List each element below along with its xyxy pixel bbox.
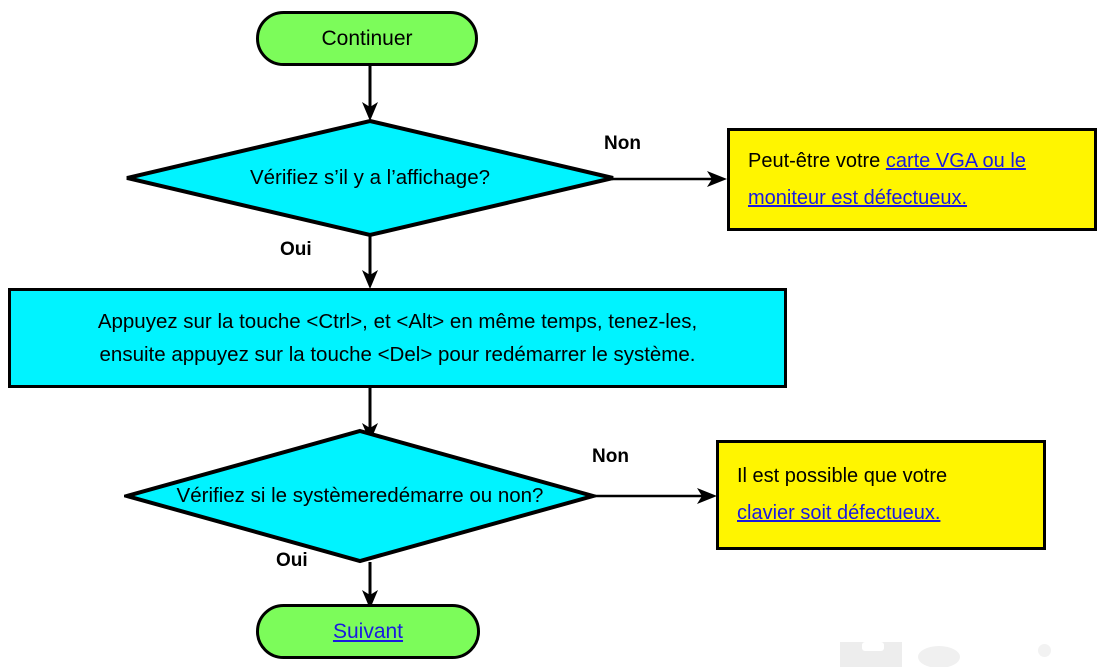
terminator-next[interactable]: Suivant [256,604,480,659]
connector-decision2-to-end [358,562,382,610]
process1-line1: Appuyez sur la touche <Ctrl>, et <Alt> e… [97,309,698,333]
process1-line2: ensuite appuyez sur la touche <Del> pour… [99,343,696,366]
connector-decision1-to-note1 [612,168,730,190]
connector-start-to-decision1 [358,64,382,122]
decision-check-display[interactable]: Vérifiez s’il y a l’affichage? [124,118,616,238]
edge-label-decision1-no: Non [604,133,641,154]
edge-label-decision1-yes: Oui [280,239,312,260]
edge-label-decision2-yes: Oui [276,550,308,571]
note-vga-monitor-text: Peut-être votre carte VGA ou le moniteur… [730,143,1094,217]
terminator-next-label[interactable]: Suivant [332,619,404,643]
decision-system-reboot[interactable]: Vérifiez si le système redémarre ou non? [124,428,596,564]
terminator-continue-label: Continuer [321,26,413,50]
note1-prefix: Peut-être votre [748,149,886,172]
watermark-decorative [840,640,1090,667]
edge-label-decision2-no: Non [592,446,629,467]
note2-prefix: Il est possible que votre [737,465,948,487]
process-ctrl-alt-del-text: Appuyez sur la touche <Ctrl>, et <Alt> e… [88,305,707,371]
connector-decision1-to-process1 [358,236,382,290]
connector-decision2-to-note2 [592,485,720,507]
note-vga-monitor[interactable]: Peut-être votre carte VGA ou le moniteur… [727,128,1097,231]
process-ctrl-alt-del[interactable]: Appuyez sur la touche <Ctrl>, et <Alt> e… [8,288,787,388]
note1-link[interactable]: carte VGA ou le moniteur est défectueux. [748,149,1026,209]
terminator-continue[interactable]: Continuer [256,11,478,66]
note-keyboard[interactable]: Il est possible que votre clavier soit d… [716,440,1046,550]
note-keyboard-text: Il est possible que votre clavier soit d… [719,458,951,532]
note2-link[interactable]: clavier soit défectueux. [737,502,941,524]
